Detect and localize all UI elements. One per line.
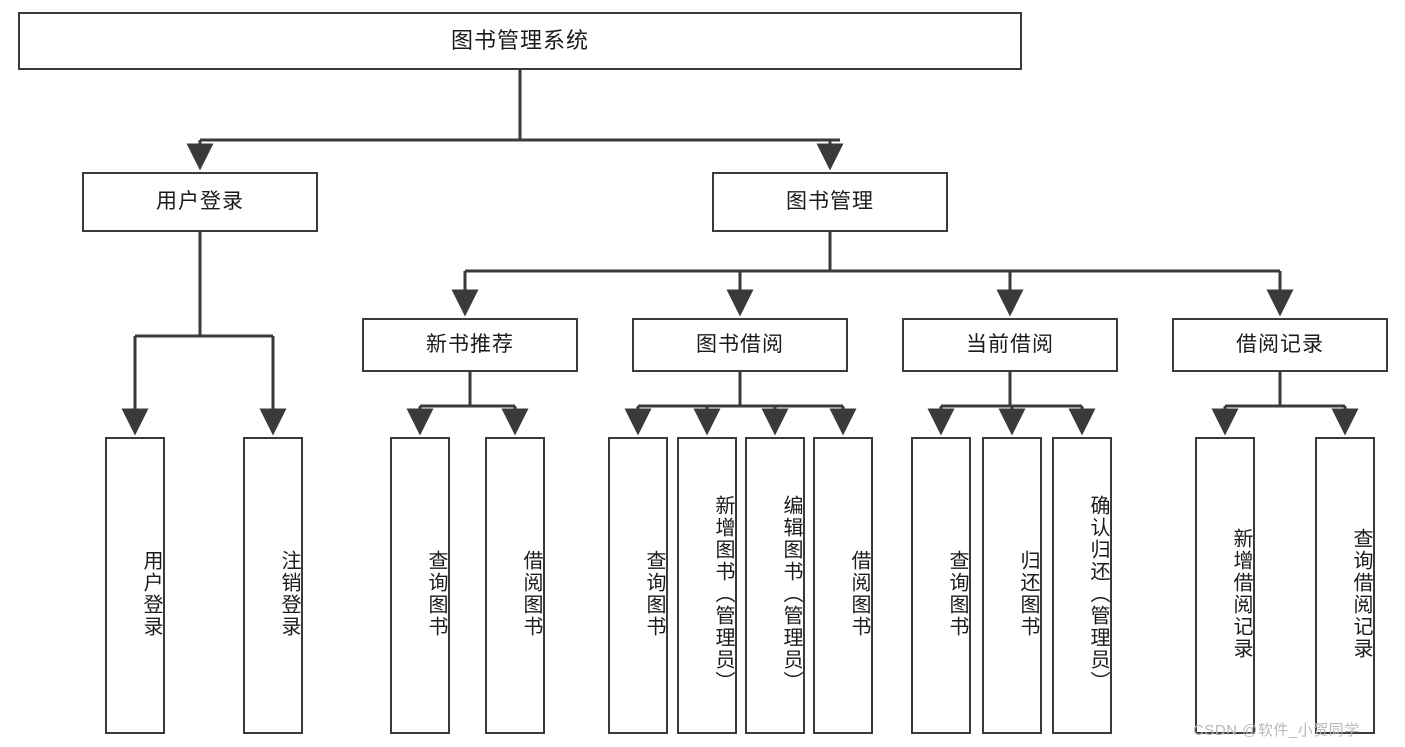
leaf-query-book-borrow[interactable]: 查询图书 xyxy=(608,437,668,734)
leaf-query-book-recommend[interactable]: 查询图书 xyxy=(390,437,450,734)
node-new-book-recommend[interactable]: 新书推荐 xyxy=(362,318,578,372)
node-label: 用户登录 xyxy=(156,190,244,214)
leaf-label: 查询借阅记录 xyxy=(1350,527,1372,660)
leaf-label: 确认归还（管理员） xyxy=(1087,494,1109,693)
leaf-label: 借阅图书 xyxy=(520,549,542,638)
node-current-borrow[interactable]: 当前借阅 xyxy=(902,318,1118,372)
leaf-logout[interactable]: 注销登录 xyxy=(243,437,303,734)
leaf-label: 注销登录 xyxy=(278,549,300,638)
leaf-label: 归还图书 xyxy=(1017,549,1039,638)
leaf-add-book-admin[interactable]: 新增图书（管理员） xyxy=(677,437,737,734)
leaf-user-login[interactable]: 用户登录 xyxy=(105,437,165,734)
leaf-label: 新增借阅记录 xyxy=(1230,527,1252,660)
leaf-edit-book-admin[interactable]: 编辑图书（管理员） xyxy=(745,437,805,734)
node-book-management[interactable]: 图书管理 xyxy=(712,172,948,232)
leaf-query-borrow-record[interactable]: 查询借阅记录 xyxy=(1315,437,1375,734)
node-label: 借阅记录 xyxy=(1236,333,1324,357)
leaf-return-book[interactable]: 归还图书 xyxy=(982,437,1042,734)
node-label: 新书推荐 xyxy=(426,333,514,357)
watermark-text: CSDN @软件_小贺同学 xyxy=(1193,722,1360,739)
node-user-login[interactable]: 用户登录 xyxy=(82,172,318,232)
leaf-borrow-book-recommend[interactable]: 借阅图书 xyxy=(485,437,545,734)
node-label: 图书借阅 xyxy=(696,333,784,357)
leaf-query-book-current[interactable]: 查询图书 xyxy=(911,437,971,734)
csdn-watermark: CSDN @软件_小贺同学 xyxy=(1193,719,1360,740)
leaf-label: 新增图书（管理员） xyxy=(712,494,734,693)
node-label: 当前借阅 xyxy=(966,333,1054,357)
node-root[interactable]: 图书管理系统 xyxy=(18,12,1022,70)
node-root-label: 图书管理系统 xyxy=(450,27,589,53)
leaf-label: 查询图书 xyxy=(425,549,447,638)
leaf-label: 编辑图书（管理员） xyxy=(780,494,802,693)
leaf-label: 查询图书 xyxy=(946,549,968,638)
leaf-label: 借阅图书 xyxy=(848,549,870,638)
node-label: 图书管理 xyxy=(786,190,874,214)
leaf-add-borrow-record[interactable]: 新增借阅记录 xyxy=(1195,437,1255,734)
node-book-borrow[interactable]: 图书借阅 xyxy=(632,318,848,372)
leaf-confirm-return-admin[interactable]: 确认归还（管理员） xyxy=(1052,437,1112,734)
node-borrow-record[interactable]: 借阅记录 xyxy=(1172,318,1388,372)
leaf-borrow-book[interactable]: 借阅图书 xyxy=(813,437,873,734)
leaf-label: 查询图书 xyxy=(643,549,665,638)
leaf-label: 用户登录 xyxy=(140,549,162,638)
